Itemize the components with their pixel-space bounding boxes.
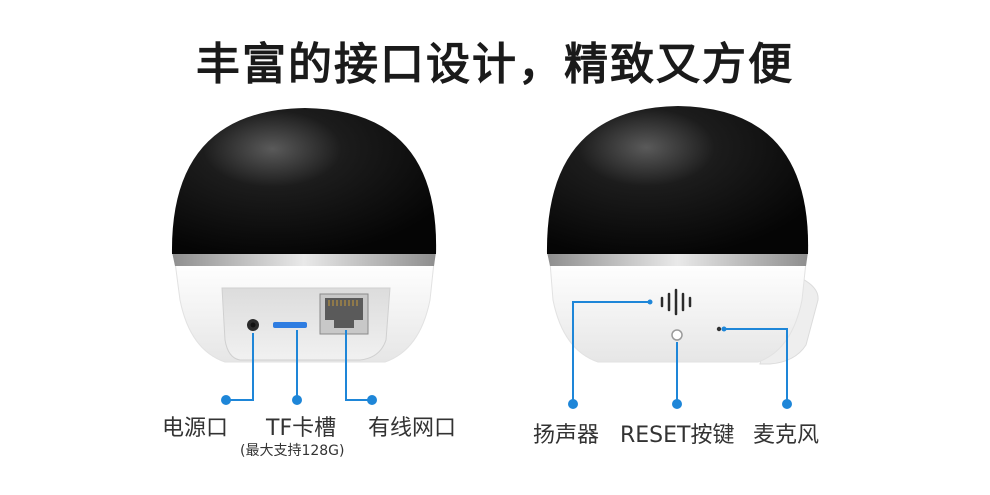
- right-callouts: [572, 301, 788, 404]
- left-camera: [171, 108, 437, 405]
- mic-hole: [716, 326, 722, 332]
- label-reset-button: RESET按键: [620, 423, 735, 448]
- label-lan-port: 有线网口: [368, 416, 457, 441]
- tf-slot: [273, 322, 307, 328]
- speaker-grille: [660, 288, 692, 316]
- right-camera: [546, 106, 819, 409]
- lan-port: [319, 293, 369, 335]
- label-tf-slot: TF卡槽: [266, 416, 337, 441]
- headline: 丰富的接口设计，精致又方便: [196, 39, 794, 90]
- left-callouts: [226, 330, 372, 401]
- label-power-port: 电源口: [162, 416, 229, 441]
- reset-button: [671, 329, 683, 341]
- label-tf-capacity: (最大支持128G): [240, 443, 345, 459]
- label-microphone: 麦克风: [753, 423, 820, 448]
- label-speaker: 扬声器: [533, 423, 600, 448]
